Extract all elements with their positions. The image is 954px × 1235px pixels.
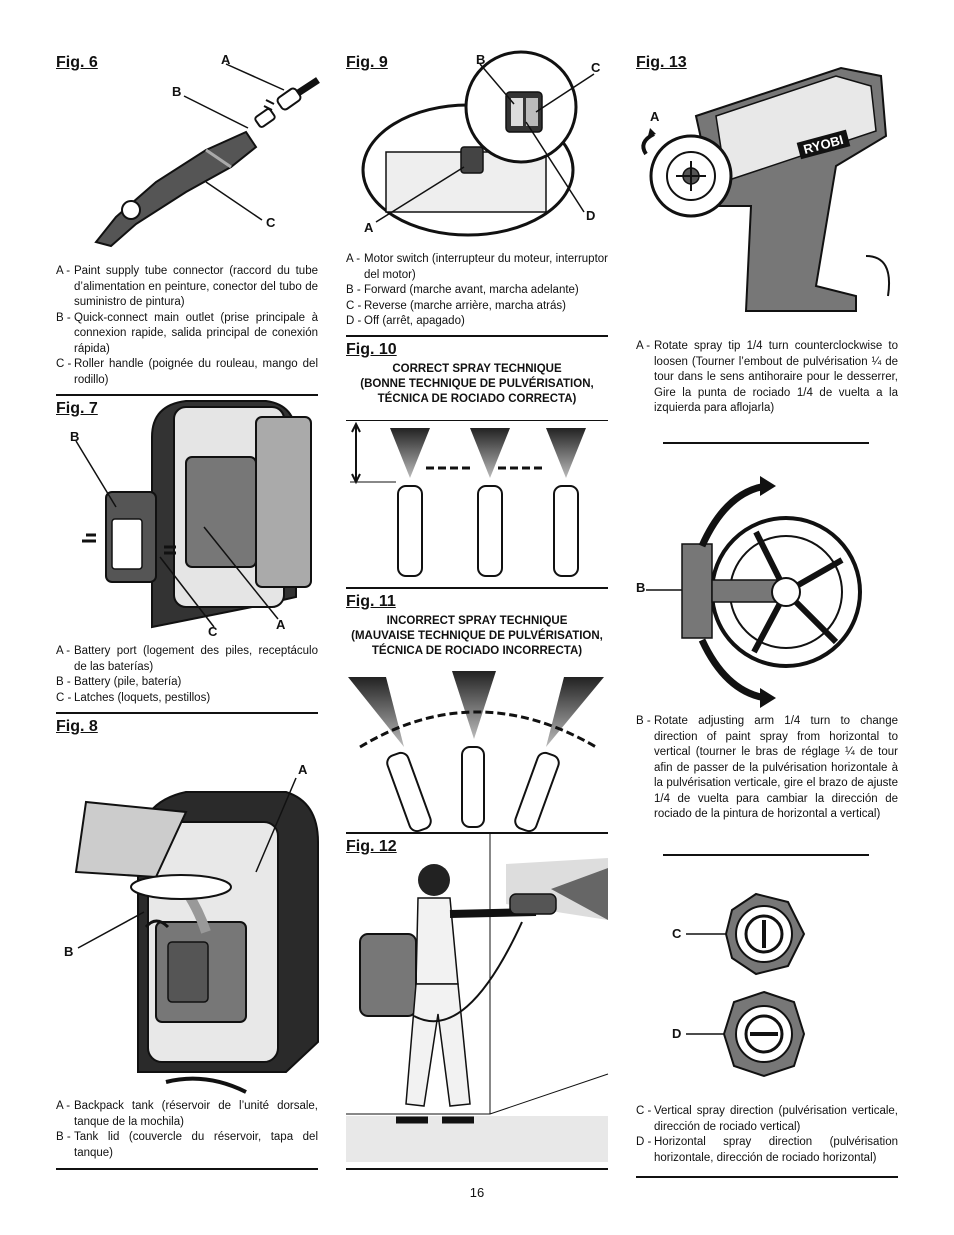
fig12-drawing	[346, 834, 609, 1162]
fig10-title: Fig. 10	[346, 341, 397, 358]
fig9-label-a: A	[364, 220, 374, 235]
fig8-drawing	[74, 777, 319, 1094]
fig9-label-d: D	[586, 208, 596, 223]
fig12-title: Fig. 12	[346, 838, 397, 855]
fig8-illustration: A B	[56, 742, 319, 1094]
divider	[56, 1168, 318, 1170]
fig13-caption-cd: C -Vertical spray direction (pulvérisati…	[636, 1104, 898, 1166]
fig9-label-c: C	[591, 60, 601, 75]
fig8-label-b: B	[64, 944, 74, 959]
divider	[346, 1168, 608, 1170]
caption-item: A -Paint supply tube connector (raccord …	[56, 265, 318, 308]
page-number: 16	[469, 1185, 485, 1200]
fig6-label-a: A	[221, 52, 231, 67]
fig11-heading: INCORRECT SPRAY TECHNIQUE (MAUVAISE TECH…	[351, 615, 603, 657]
fig13-sprayer-drawing	[641, 66, 890, 312]
fig9-captions: A -Motor switch (interrupteur du moteur,…	[346, 252, 608, 330]
caption-item: B -Forward (marche avant, marcha adelant…	[346, 284, 579, 296]
caption-item: B -Rotate adjusting arm 1/4 turn to chan…	[636, 715, 898, 820]
caption-item: A -Rotate spray tip 1/4 turn countercloc…	[636, 340, 898, 414]
caption-item: C -Vertical spray direction (pulvérisati…	[636, 1105, 898, 1133]
fig6-label-b: B	[172, 84, 182, 99]
fig7-label-a: A	[276, 617, 286, 632]
fig6-drawing	[94, 63, 320, 248]
divider	[56, 712, 318, 714]
fig9-illustration: B C A D	[346, 50, 608, 242]
fig6-label-c: C	[266, 215, 276, 230]
fig10-drawing	[350, 421, 586, 577]
divider	[663, 854, 869, 856]
fig9-title: Fig. 9	[346, 54, 388, 71]
caption-item: C -Latches (loquets, pestillos)	[56, 691, 211, 704]
fig9-drawing	[361, 50, 595, 237]
fig11-drawing	[348, 671, 604, 833]
caption-item: A -Backpack tank (réservoir de l’unité d…	[56, 1100, 318, 1128]
caption-item: B -Quick-connect main outlet (prise prin…	[56, 311, 318, 355]
divider	[636, 1176, 898, 1178]
caption-item: C -Reverse (marche arrière, marcha atrás…	[346, 299, 566, 312]
divider	[346, 420, 608, 421]
fig8-captions: A -Backpack tank (réservoir de l’unité d…	[56, 1099, 318, 1161]
divider	[56, 394, 318, 396]
fig8-label-a: A	[298, 762, 308, 777]
fig7-label-c: C	[208, 624, 218, 639]
fig10-heading: CORRECT SPRAY TECHNIQUE (BONNE TECHNIQUE…	[360, 363, 594, 405]
fig7-illustration: B C A	[56, 397, 318, 642]
divider	[346, 587, 608, 589]
fig13-spray-tip-drawing	[686, 892, 806, 1078]
fig13-caption-a: A -Rotate spray tip 1/4 turn countercloc…	[636, 339, 898, 417]
fig6-captions: A -Paint supply tube connector (raccord …	[56, 264, 318, 388]
fig7-title: Fig. 7	[56, 400, 98, 417]
fig6-illustration: A B C	[56, 52, 320, 252]
caption-item: D -Horizontal spray direction (pulvérisa…	[636, 1136, 898, 1164]
fig11-title: Fig. 11	[346, 593, 396, 610]
fig13-label-a: A	[650, 109, 660, 124]
spray-gun-1	[390, 428, 430, 577]
spray-gun-3	[546, 428, 586, 577]
caption-item: B -Tank lid (couvercle du réservoir, tap…	[56, 1131, 318, 1159]
fig8-title: Fig. 8	[56, 718, 98, 735]
fig13-title: Fig. 13	[636, 54, 687, 71]
horizontal-tip	[722, 990, 806, 1078]
divider	[346, 832, 608, 834]
fig13-label-b: B	[636, 580, 646, 595]
fig13-caption-b: B -Rotate adjusting arm 1/4 turn to chan…	[636, 714, 898, 823]
fig13-adjusting-arm-drawing	[646, 476, 862, 708]
fig7-captions: A -Battery port (logement des piles, rec…	[56, 644, 318, 706]
fig13-label-d: D	[672, 1026, 682, 1041]
divider	[663, 442, 869, 444]
divider	[346, 335, 608, 337]
fig7-label-b: B	[70, 429, 80, 444]
fig9-label-b: B	[476, 52, 486, 67]
spray-gun-2	[470, 428, 510, 577]
fig6-title: Fig. 6	[56, 54, 98, 71]
caption-item: B -Battery (pile, batería)	[56, 676, 182, 688]
vertical-tip	[724, 892, 806, 976]
fig7-drawing	[75, 400, 312, 629]
caption-item: C -Roller handle (poignée du rouleau, ma…	[56, 358, 318, 386]
caption-item: A -Motor switch (interrupteur du moteur,…	[346, 253, 608, 281]
caption-item: A -Battery port (logement des piles, rec…	[56, 645, 318, 673]
fig13-label-c: C	[672, 926, 682, 941]
caption-item: D -Off (arrêt, apagado)	[346, 315, 465, 327]
